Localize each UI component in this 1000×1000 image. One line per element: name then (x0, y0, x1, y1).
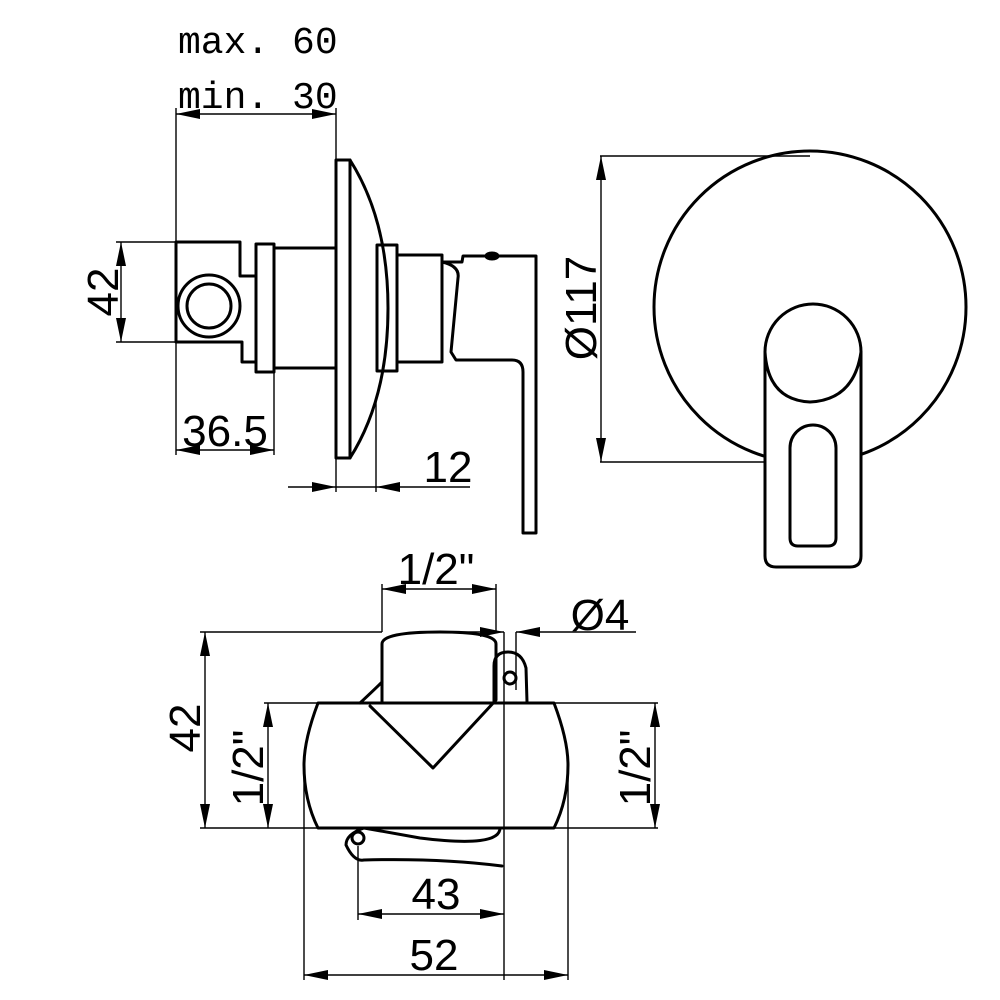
side-view: max. 60 min. 30 42 36.5 12 (79, 22, 538, 535)
arrow (116, 242, 126, 266)
connection-ring-outer (176, 273, 242, 339)
plate-thickness-label: 12 (424, 443, 473, 492)
body-width-label: 52 (410, 931, 459, 980)
max-depth-label: max. 60 (178, 22, 338, 65)
mounting-hole-top (502, 670, 518, 686)
arrow (516, 627, 540, 637)
arrow (200, 804, 210, 828)
arrow (480, 909, 504, 919)
arrow (263, 804, 273, 828)
arrow (312, 109, 336, 119)
bottom-view: 1/2" Ø4 42 1/2" 1/2" 43 (161, 545, 660, 980)
inlet-top-label: 1/2" (398, 545, 475, 594)
arrow (544, 970, 568, 980)
arrow (263, 703, 273, 727)
mounting-ear-bottom (344, 826, 504, 868)
cartridge-body (272, 246, 338, 370)
arrow (116, 318, 126, 342)
top-inlet (368, 630, 498, 770)
lever-handle-side (440, 254, 538, 535)
arrow (304, 970, 328, 980)
arrow (650, 804, 660, 828)
arrow (596, 156, 606, 180)
inlet-left-label: 1/2" (224, 730, 273, 807)
arrow (200, 632, 210, 656)
arrow (358, 909, 382, 919)
arrow (376, 482, 400, 492)
lever-handle-front (763, 302, 863, 569)
hole-spacing-label: 43 (412, 870, 461, 919)
arrow (382, 584, 406, 594)
inlet-chamfer (358, 680, 384, 705)
mounting-ear-top (492, 650, 529, 705)
arrow (250, 445, 274, 455)
handle-indicator-dot (484, 251, 500, 261)
arrow (176, 109, 200, 119)
connection-ring-inner (185, 282, 233, 330)
handle-slot (788, 423, 838, 548)
screw-diameter-label: Ø4 (571, 591, 630, 640)
lever-curve (763, 350, 863, 404)
plate-diameter-label: Ø117 (557, 256, 606, 360)
min-depth-label: min. 30 (178, 77, 338, 120)
body-height-bottom-label: 42 (161, 704, 210, 753)
handle-sleeve (395, 253, 444, 364)
body-length-label: 36.5 (182, 407, 268, 456)
body-height-side-label: 42 (79, 268, 128, 317)
inlet-right-label: 1/2" (611, 730, 660, 807)
body-flange (254, 242, 276, 374)
mounting-hole-bottom (350, 830, 366, 846)
wall-plate-side (334, 158, 390, 460)
arrow (312, 482, 336, 492)
arrow (480, 627, 504, 637)
arrow (472, 584, 496, 594)
arrow (596, 438, 606, 462)
arrow (176, 445, 200, 455)
arrow (650, 703, 660, 727)
front-view: Ø117 (557, 149, 968, 569)
